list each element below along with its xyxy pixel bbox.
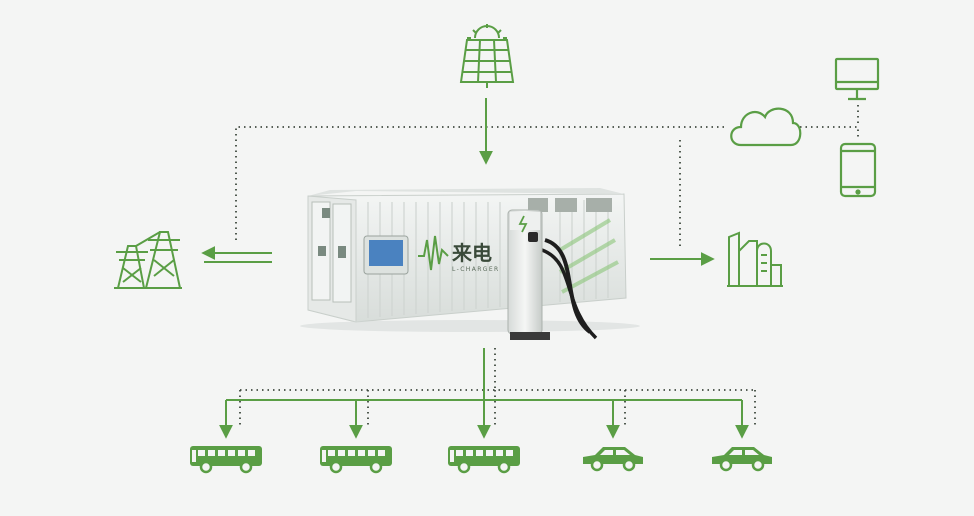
power-tower-icon	[114, 231, 182, 289]
brand-name-en: L-CHARGER	[452, 266, 500, 273]
vehicles	[190, 446, 772, 474]
factory-icon	[727, 231, 783, 287]
phone-icon	[839, 142, 877, 198]
bus-icon	[190, 446, 262, 474]
bus-icon	[320, 446, 392, 474]
cloud-icon	[730, 107, 802, 147]
control-screen	[369, 240, 403, 266]
solar-panel-icon	[459, 24, 515, 88]
dotted-line-grid-cloud	[235, 126, 728, 240]
monitor-icon	[834, 57, 880, 101]
charging-pile-icon	[507, 209, 598, 340]
brand-logo: 来电 L-CHARGER	[418, 235, 500, 273]
dotted-lines	[235, 105, 859, 428]
energy-storage-container: 来电 L-CHARGER	[300, 188, 640, 332]
brand-name-cn: 来电	[451, 241, 492, 265]
power-lines	[201, 98, 749, 439]
car-icon	[712, 447, 772, 472]
car-icon	[583, 447, 643, 472]
bus-icon	[448, 446, 520, 474]
dotted-line-cloud-devices	[800, 126, 859, 140]
